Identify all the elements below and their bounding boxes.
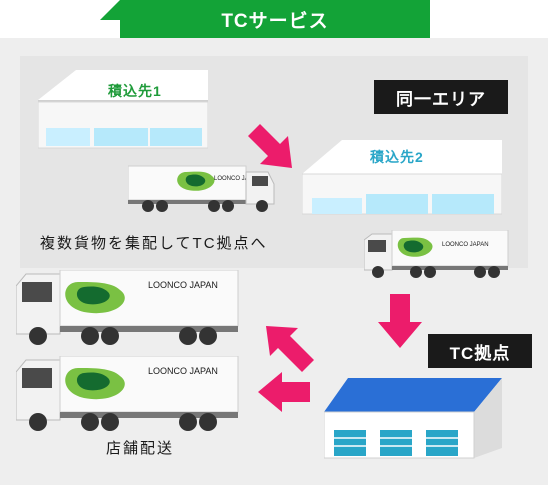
svg-text:LOONCO JAPAN: LOONCO JAPAN	[442, 242, 489, 248]
svg-text:LOONCO JAPAN: LOONCO JAPAN	[214, 176, 261, 182]
same-area-badge: 同一エリア	[374, 80, 508, 114]
collection-truck: LOONCO JAPAN	[128, 165, 275, 212]
svg-text:LOONCO JAPAN: LOONCO JAPAN	[148, 366, 218, 376]
collection-caption: 複数貨物を集配してTC拠点へ	[40, 235, 268, 252]
diagonal-arrow-icon	[248, 124, 292, 168]
pickup-label-1: 積込先1	[108, 83, 162, 99]
tc-base-badge: TC拠点	[428, 334, 532, 368]
delivery-truck-2: LOONCO JAPAN	[16, 356, 239, 431]
transfer-truck: LOONCO JAPAN	[364, 230, 509, 278]
left-arrow-icon	[258, 372, 310, 412]
tc-warehouse	[324, 378, 502, 459]
delivery-truck-1: LOONCO JAPAN	[16, 270, 239, 345]
pickup-building-2	[302, 140, 502, 215]
pickup-label-2: 積込先2	[370, 149, 424, 165]
svg-text:LOONCO JAPAN: LOONCO JAPAN	[148, 280, 218, 290]
header-corner	[100, 0, 120, 20]
diagonal-up-left-arrow-icon	[266, 326, 314, 372]
store-delivery-caption: 店舗配送	[106, 440, 175, 457]
page-title: TCサービス	[120, 0, 430, 38]
pickup-building-1	[38, 70, 208, 149]
down-arrow-icon	[378, 294, 422, 348]
